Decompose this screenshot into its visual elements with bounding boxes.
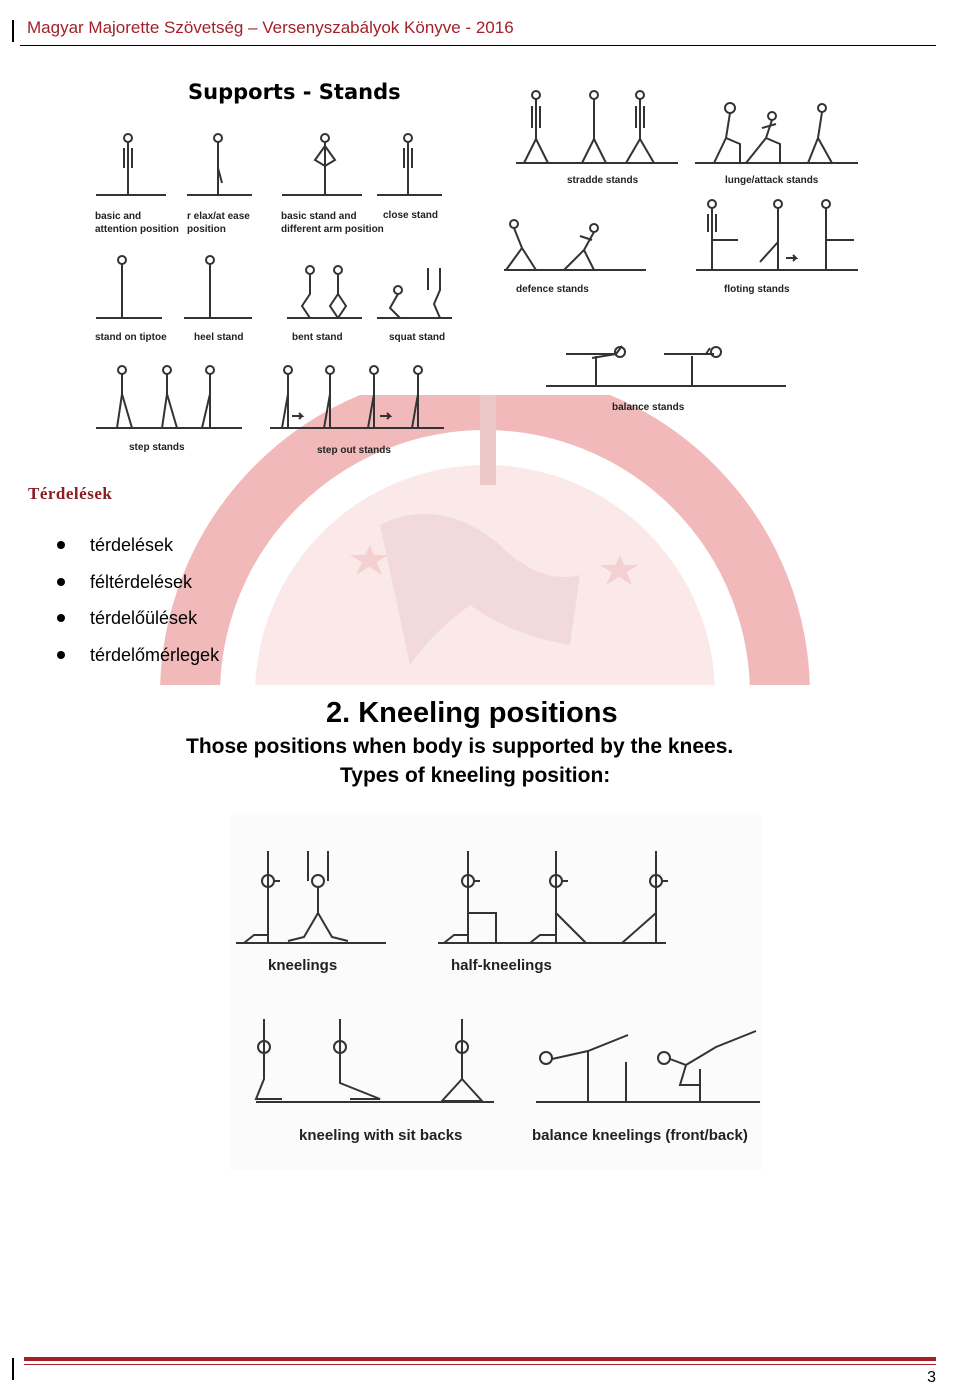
label-bent: bent stand xyxy=(292,332,343,343)
header-rule xyxy=(20,45,936,46)
list-item: féltérdelések xyxy=(54,564,219,601)
footer-bar xyxy=(12,1358,14,1380)
stand-figure-drawings-right xyxy=(500,68,878,468)
label-defence: defence stands xyxy=(516,284,589,295)
bullet-icon xyxy=(57,614,65,622)
kneeling-description: Those positions when body is supported b… xyxy=(186,735,733,759)
bullet-icon xyxy=(57,578,65,586)
document-header-title: Magyar Majorette Szövetség – Versenyszab… xyxy=(27,18,514,38)
label-tiptoe: stand on tiptoe xyxy=(95,332,167,343)
label-heel: heel stand xyxy=(194,332,243,343)
label-squat: squat stand xyxy=(389,332,445,343)
label-half-kneelings: half-kneelings xyxy=(451,957,552,974)
footer-rule-thick xyxy=(24,1357,936,1361)
header-bar xyxy=(12,20,14,42)
label-stepout: step out stands xyxy=(317,445,391,456)
label-relax: r elax/at ease position xyxy=(187,210,250,236)
label-arm: basic stand and different arm position xyxy=(281,210,384,236)
label-sit-backs: kneeling with sit backs xyxy=(299,1127,462,1144)
list-item: térdelések xyxy=(54,527,219,564)
label-lunge: lunge/attack stands xyxy=(725,175,818,186)
label-step: step stands xyxy=(129,442,185,453)
list-item: térdelőmérlegek xyxy=(54,637,219,674)
label-kneelings: kneelings xyxy=(268,957,337,974)
label-balance: balance stands xyxy=(612,402,684,413)
section-title: Térdelések xyxy=(28,484,112,504)
kneeling-types-list: térdelések féltérdelések térdelőülések t… xyxy=(54,527,219,673)
label-stradde: stradde stands xyxy=(567,175,638,186)
stands-figure-right: stradde stands lunge/attack stands defen… xyxy=(500,68,878,468)
bullet-icon xyxy=(57,541,65,549)
list-item: térdelőülések xyxy=(54,600,219,637)
label-close: close stand xyxy=(383,210,438,221)
kneeling-types-caption: Types of kneeling position: xyxy=(340,764,610,788)
kneeling-heading: 2. Kneeling positions xyxy=(326,697,618,730)
page-number: 3 xyxy=(927,1369,936,1387)
kneeling-figure: kneelings half-kneelings kneeling with s… xyxy=(230,815,762,1170)
stands-figure-left: Supports - Stands basic and attenti xyxy=(92,68,458,468)
stand-figure-drawings xyxy=(92,68,458,468)
label-basic: basic and attention position xyxy=(95,210,179,236)
bullet-icon xyxy=(57,651,65,659)
label-floting: floting stands xyxy=(724,284,790,295)
footer-rule-thin xyxy=(24,1364,936,1365)
kneeling-figure-drawings xyxy=(230,815,762,1170)
label-balance-kneelings: balance kneelings (front/back) xyxy=(532,1127,748,1144)
